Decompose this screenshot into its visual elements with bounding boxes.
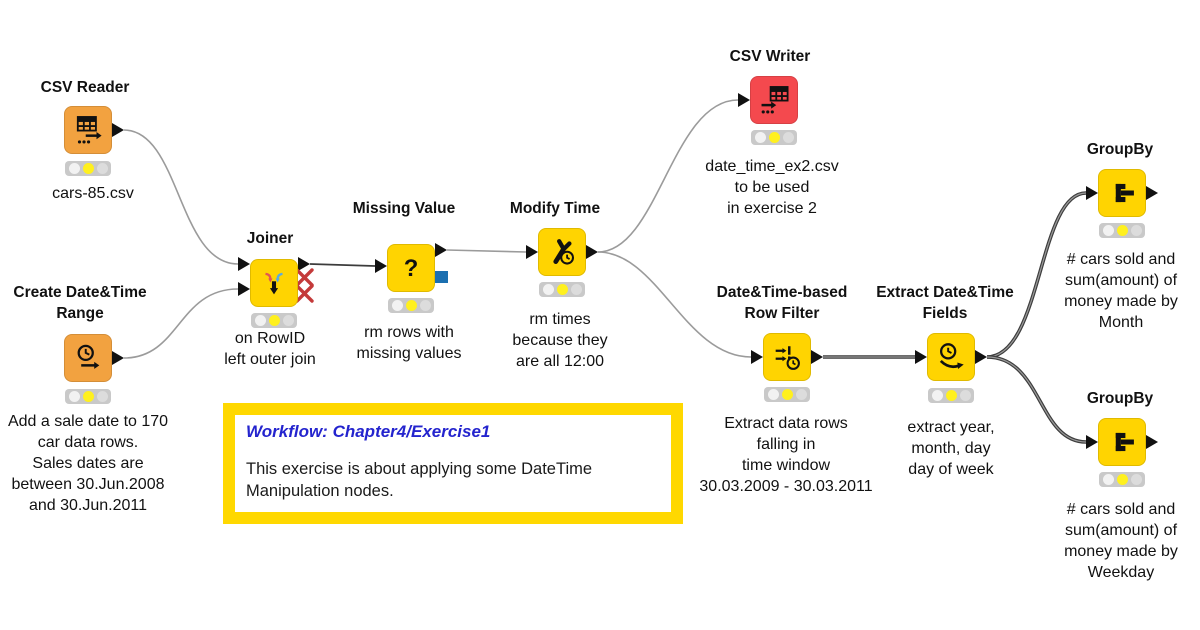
workflow-annotation[interactable]: Workflow: Chapter4/Exercise1 This exerci… xyxy=(223,403,683,524)
input-port[interactable] xyxy=(1086,435,1098,449)
node-label-create-range: Add a sale date to 170 car data rows. Sa… xyxy=(7,413,169,514)
connection[interactable] xyxy=(123,129,239,265)
node-title-create-range: Create Date&Time Range xyxy=(13,284,147,322)
output-port[interactable] xyxy=(586,245,598,259)
table-writer-icon xyxy=(761,86,789,114)
table-reader-icon xyxy=(76,116,102,144)
node-missing-value[interactable]: ? xyxy=(387,244,435,292)
output-port[interactable] xyxy=(1146,435,1158,449)
status-traffic-light xyxy=(65,389,111,404)
output-port[interactable] xyxy=(112,351,124,365)
status-traffic-light xyxy=(1099,223,1145,238)
node-joiner[interactable] xyxy=(250,259,298,307)
join-icon xyxy=(265,272,283,295)
connection[interactable] xyxy=(597,251,752,358)
status-traffic-light xyxy=(65,161,111,176)
node-label-csv-reader: cars-85.csv xyxy=(52,185,134,202)
node-modify-time[interactable] xyxy=(538,228,586,276)
svg-text:?: ? xyxy=(404,255,419,282)
input-port[interactable] xyxy=(238,282,250,296)
clock-swoosh-icon xyxy=(939,343,964,370)
output-port[interactable] xyxy=(975,350,987,364)
node-label-modify-time: rm times because they are all 12:00 xyxy=(512,311,608,370)
status-traffic-light xyxy=(539,282,585,297)
connection[interactable] xyxy=(123,288,239,359)
groupby-icon xyxy=(1115,432,1134,452)
output-port[interactable] xyxy=(112,123,124,137)
connection[interactable] xyxy=(597,99,739,253)
node-groupby-weekday[interactable] xyxy=(1098,418,1146,466)
annotation-title: Workflow: Chapter4/Exercise1 xyxy=(246,422,491,441)
node-title-row-filter: Date&Time-based Row Filter xyxy=(716,284,848,322)
node-title-groupby-weekday: GroupBy xyxy=(1086,390,1154,407)
input-port[interactable] xyxy=(526,245,538,259)
node-csv-writer[interactable] xyxy=(750,76,798,124)
status-traffic-light xyxy=(1099,472,1145,487)
connection[interactable] xyxy=(309,263,376,267)
status-traffic-light xyxy=(251,313,297,328)
question-mark-icon: ? xyxy=(404,255,419,282)
node-title-csv-reader: CSV Reader xyxy=(40,79,130,96)
input-port[interactable] xyxy=(738,93,750,107)
output-port[interactable] xyxy=(811,350,823,364)
input-port[interactable] xyxy=(238,257,250,271)
node-label-groupby-month: # cars sold and sum(amount) of money mad… xyxy=(1064,251,1178,331)
status-traffic-light xyxy=(928,388,974,403)
node-csv-reader[interactable] xyxy=(64,106,112,154)
disabled-port-x-icon xyxy=(295,268,314,303)
node-label-csv-writer: date_time_ex2.csv to be used in exercise… xyxy=(705,158,839,217)
node-groupby-month[interactable] xyxy=(1098,169,1146,217)
connection[interactable] xyxy=(446,249,527,253)
node-extract-date-time-fields[interactable] xyxy=(927,333,975,381)
input-port[interactable] xyxy=(1086,186,1098,200)
node-title-modify-time: Modify Time xyxy=(509,200,601,217)
node-label-groupby-weekday: # cars sold and sum(amount) of money mad… xyxy=(1064,501,1178,581)
output-port[interactable] xyxy=(298,257,310,271)
node-create-date-time-range[interactable] xyxy=(64,334,112,382)
status-traffic-light xyxy=(751,130,797,145)
wrench-clock-icon xyxy=(553,239,575,265)
input-port[interactable] xyxy=(751,350,763,364)
input-port[interactable] xyxy=(915,350,927,364)
pmml-output-port[interactable] xyxy=(435,271,448,283)
output-port[interactable] xyxy=(435,243,447,257)
status-traffic-light xyxy=(764,387,810,402)
node-label-joiner: on RowID left outer join xyxy=(224,330,316,368)
connection[interactable] xyxy=(986,191,1087,359)
node-title-missing-value: Missing Value xyxy=(352,200,456,217)
node-title-extract-fields: Extract Date&Time Fields xyxy=(876,284,1014,322)
status-traffic-light xyxy=(388,298,434,313)
node-title-csv-writer: CSV Writer xyxy=(729,48,811,65)
node-label-extract-fields: extract year, month, day day of week xyxy=(907,419,995,478)
groupby-icon xyxy=(1115,183,1134,203)
annotation-body: This exercise is about applying some Dat… xyxy=(246,460,593,500)
node-title-joiner: Joiner xyxy=(246,230,294,247)
clock-arrow-icon xyxy=(77,344,100,369)
node-label-missing-value: rm rows with missing values xyxy=(356,324,462,362)
node-title-groupby-month: GroupBy xyxy=(1086,141,1154,158)
node-date-time-row-filter[interactable] xyxy=(763,333,811,381)
node-label-row-filter: Extract data rows falling in time window… xyxy=(699,415,873,495)
output-port[interactable] xyxy=(1146,186,1158,200)
connection[interactable] xyxy=(986,355,1087,444)
input-port[interactable] xyxy=(375,259,387,273)
filter-clock-icon xyxy=(775,346,800,370)
